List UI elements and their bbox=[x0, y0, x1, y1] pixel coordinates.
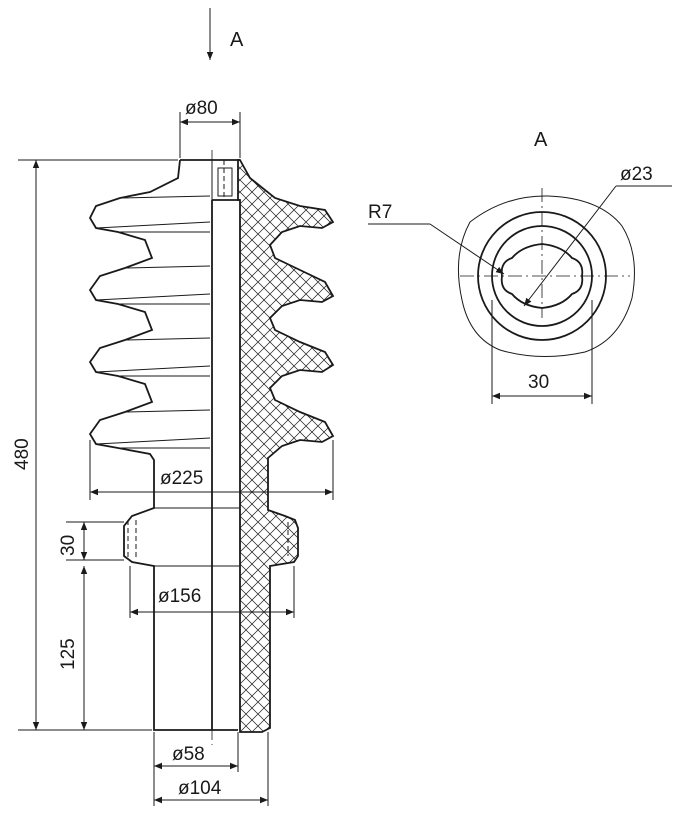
shed-line bbox=[95, 221, 211, 229]
r7-leader bbox=[429, 223, 505, 275]
dim-top-diameter bbox=[179, 112, 241, 158]
dim-ring-height-label: 30 bbox=[58, 535, 79, 556]
view-a-diameter-label: ø23 bbox=[620, 164, 653, 185]
dim-ring-diameter bbox=[129, 566, 295, 618]
shed-line bbox=[95, 293, 211, 301]
insulator-outline-left bbox=[88, 159, 238, 731]
view-arrow-label: A bbox=[230, 29, 244, 51]
dim-bore-diameter-label: ø58 bbox=[172, 744, 205, 765]
dim-base-height-label: 125 bbox=[58, 638, 79, 670]
view-a-width-label: 30 bbox=[528, 372, 549, 393]
shed-line bbox=[95, 437, 211, 445]
insulator-section bbox=[88, 150, 335, 745]
view-a bbox=[368, 185, 672, 404]
dim-base-diameter bbox=[154, 732, 269, 806]
dim-total-height-label: 480 bbox=[12, 438, 33, 470]
shed-line bbox=[124, 265, 211, 269]
dim-base-diameter-label: ø104 bbox=[178, 778, 222, 799]
top-insert bbox=[217, 167, 233, 197]
dim-ring-height bbox=[66, 521, 124, 561]
view-a-radius-label: R7 bbox=[368, 202, 392, 223]
dim-top-diameter-label: ø80 bbox=[185, 98, 218, 119]
d23-leader bbox=[523, 185, 617, 307]
dim-bore-diameter bbox=[153, 732, 239, 806]
ring-hidden bbox=[127, 520, 137, 560]
dim-shed-diameter-label: ø225 bbox=[160, 468, 203, 489]
dim-ring-diameter-label: ø156 bbox=[158, 586, 201, 607]
dim-shed-diameter bbox=[89, 440, 334, 500]
hatched-wall bbox=[237, 159, 335, 733]
shed-line bbox=[124, 409, 211, 413]
view-a-title: A bbox=[534, 129, 548, 151]
view-a-outer-contour bbox=[457, 195, 635, 357]
shed-line bbox=[119, 195, 211, 199]
shed-line bbox=[124, 337, 211, 341]
dim-total-height bbox=[18, 159, 178, 731]
shed-line bbox=[95, 365, 211, 373]
